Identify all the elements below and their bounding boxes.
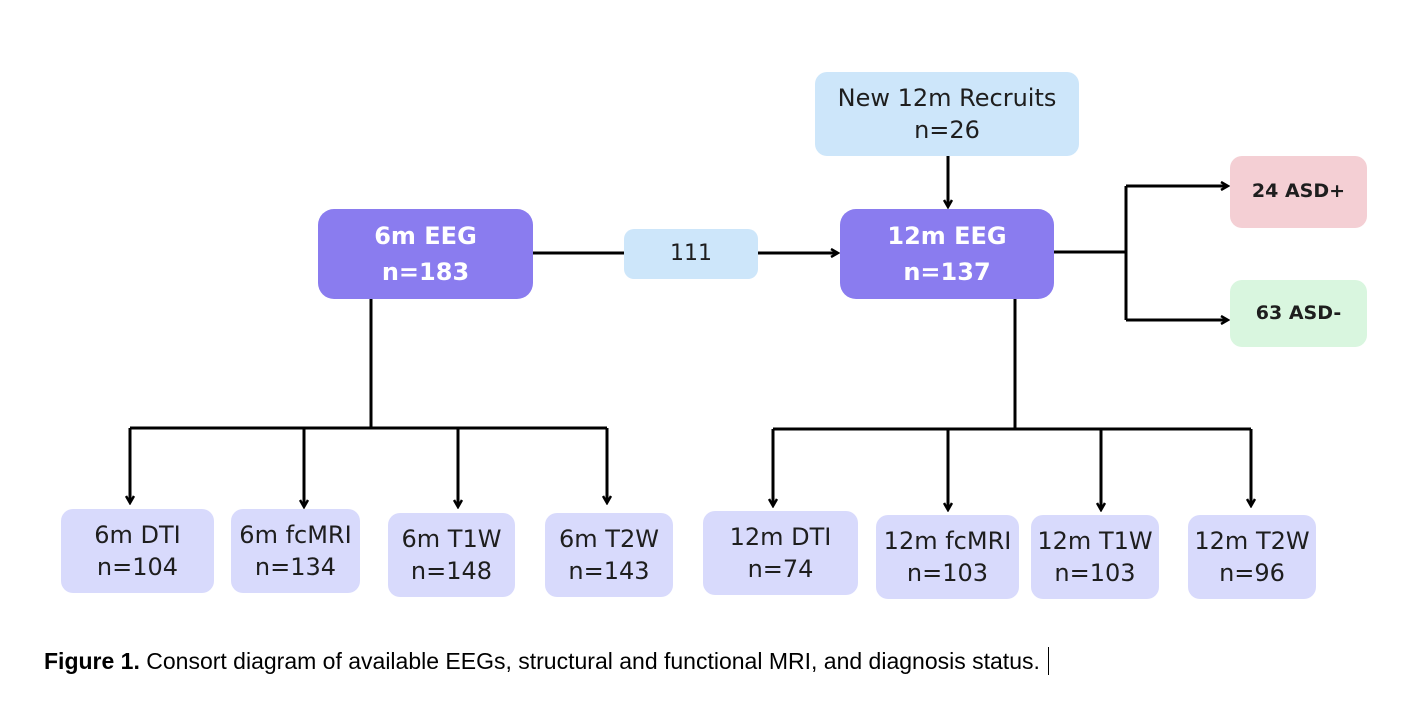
transition-count-box: 111	[624, 229, 758, 279]
text-cursor	[1047, 647, 1049, 675]
12m-fcmri-box: 12m fcMRI n=103	[876, 515, 1019, 599]
12m-t2w-count: n=96	[1219, 559, 1285, 587]
asd-positive-box: 24 ASD+	[1230, 156, 1367, 228]
12m-dti-box: 12m DTI n=74	[703, 511, 858, 595]
6m-t2w-count: n=143	[568, 557, 650, 585]
6m-t2w-box: 6m T2W n=143	[545, 513, 673, 597]
12m-t2w-label: 12m T2W	[1194, 526, 1310, 555]
6m-fcmri-box: 6m fcMRI n=134	[231, 509, 360, 593]
12m-t1w-box: 12m T1W n=103	[1031, 515, 1159, 599]
figure-caption: Figure 1. Consort diagram of available E…	[44, 647, 1049, 675]
6m-t1w-box: 6m T1W n=148	[388, 513, 515, 597]
12m-dti-label: 12m DTI	[729, 522, 832, 551]
6m-eeg-box: 6m EEG n=183	[318, 209, 533, 299]
12m-eeg-box: 12m EEG n=137	[840, 209, 1054, 299]
asd-negative-box: 63 ASD-	[1230, 280, 1367, 347]
recruits-count: n=26	[914, 116, 980, 144]
6m-dti-box: 6m DTI n=104	[61, 509, 214, 593]
6m-fcmri-label: 6m fcMRI	[239, 520, 352, 549]
new-12m-recruits-box: New 12m Recruits n=26	[815, 72, 1079, 156]
figure-caption-text: Consort diagram of available EEGs, struc…	[139, 648, 1040, 674]
figure-caption-label: Figure 1.	[44, 648, 140, 674]
12m-eeg-label: 12m EEG	[887, 222, 1007, 250]
6m-dti-count: n=104	[96, 553, 179, 581]
6m-eeg-count: n=183	[381, 258, 470, 286]
6m-eeg-label: 6m EEG	[374, 222, 477, 250]
12m-fcmri-count: n=103	[906, 559, 989, 587]
12m-t1w-count: n=103	[1054, 559, 1136, 587]
12m-t2w-box: 12m T2W n=96	[1188, 515, 1316, 599]
asd-negative-label: 63 ASD-	[1255, 301, 1342, 324]
12m-fcmri-label: 12m fcMRI	[883, 526, 1012, 555]
6m-fcmri-count: n=134	[254, 553, 337, 581]
asd-positive-label: 24 ASD+	[1251, 180, 1346, 203]
12m-eeg-count: n=137	[903, 258, 991, 286]
recruits-label: New 12m Recruits	[837, 83, 1057, 112]
6m-dti-label: 6m DTI	[94, 520, 181, 549]
transition-count: 111	[670, 241, 712, 267]
6m-t1w-label: 6m T1W	[401, 524, 502, 553]
12m-t1w-label: 12m T1W	[1037, 526, 1153, 555]
12m-dti-count: n=74	[747, 555, 814, 583]
6m-t1w-count: n=148	[410, 557, 493, 585]
6m-t2w-label: 6m T2W	[559, 524, 659, 553]
